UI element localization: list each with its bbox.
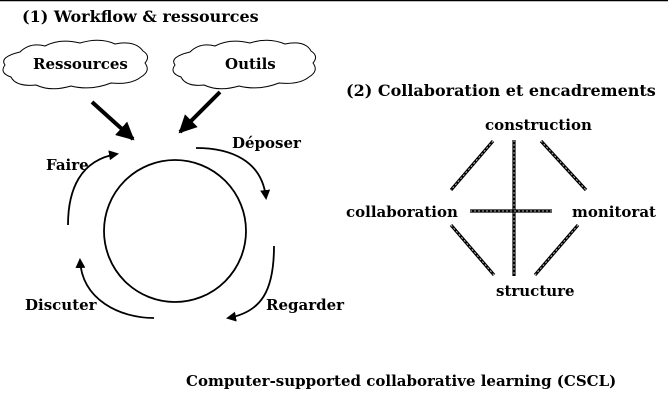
- step-discuter: Discuter: [25, 296, 98, 314]
- section1-title: (1) Workflow & ressources: [22, 7, 259, 26]
- cloud-label-outils: Outils: [225, 55, 276, 73]
- arrow-outils: [178, 90, 222, 134]
- step-regarder: Regarder: [266, 296, 345, 314]
- node-collaboration: collaboration: [346, 203, 458, 221]
- node-monitorat: monitorat: [572, 203, 656, 221]
- cloud-outils: Outils: [172, 39, 317, 90]
- node-structure: structure: [496, 282, 575, 300]
- caption: Computer-supported collaborative learnin…: [186, 372, 616, 390]
- workflow-circle: [103, 159, 247, 303]
- step-faire: Faire: [46, 156, 89, 174]
- cloud-ressources: Ressources: [2, 39, 149, 90]
- node-construction: construction: [485, 116, 592, 134]
- arrow-discuter: [75, 258, 155, 319]
- collaboration-links: [449, 139, 588, 277]
- step-deposer: Déposer: [232, 134, 302, 152]
- arrow-deposer: [195, 147, 271, 200]
- arrow-faire: [67, 150, 119, 226]
- arrow-regarder: [226, 245, 275, 322]
- section2-title: (2) Collaboration et encadrements: [346, 81, 656, 100]
- cloud-label-ressources: Ressources: [33, 55, 128, 73]
- arrow-ressources: [90, 100, 135, 141]
